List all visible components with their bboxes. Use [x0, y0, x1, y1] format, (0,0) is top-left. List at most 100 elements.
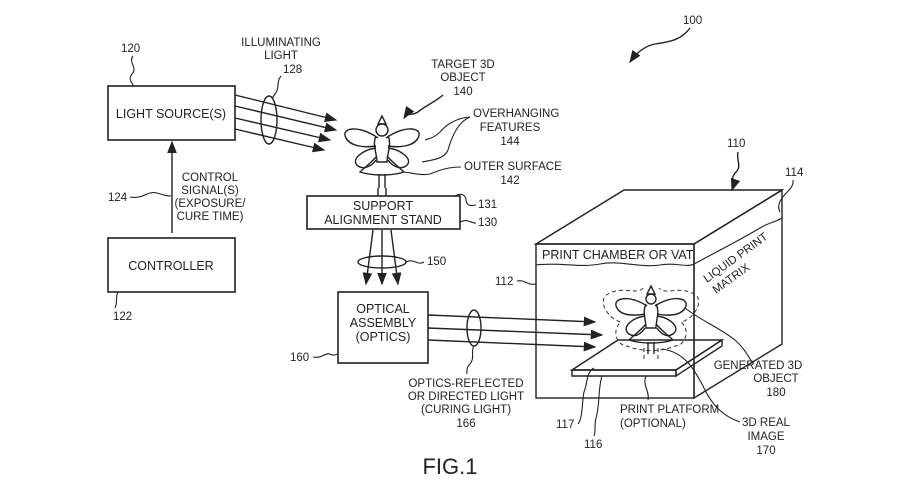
liquid-matrix-leader [778, 179, 794, 213]
controller-label: CONTROLLER [128, 259, 213, 273]
curing-leader [466, 345, 475, 375]
gen-fairy-wing [625, 315, 646, 337]
overhanging-label-1: OVERHANGING [473, 108, 559, 120]
control-signal: CONTROL SIGNAL(S) (EXPOSURE/ CURE TIME) … [108, 140, 247, 233]
real-image-ref: 170 [756, 445, 775, 457]
generated-object-annotation: GENERATED 3D OBJECT 180 [684, 307, 803, 399]
stand-outer-ref: 130 [478, 217, 497, 229]
control-signal-label-4: CURE TIME) [177, 211, 244, 223]
liquid-surface-side [693, 217, 783, 265]
generated-object-label-1: GENERATED 3D [714, 360, 803, 372]
outer-surface-leader [401, 166, 462, 176]
optical-assembly-label-1: OPTICAL [356, 302, 410, 316]
platform-label-2: (OPTIONAL) [620, 418, 686, 430]
liquid-surface-front [535, 262, 695, 267]
print-system-ref: 110 [727, 138, 745, 150]
illuminating-light: ILLUMINATING LIGHT 128 [234, 37, 338, 153]
illuminating-leader [271, 75, 282, 100]
generated-object-label-2: OBJECT [753, 373, 798, 385]
platform-side-face [675, 338, 723, 378]
illuminating-label-2: LIGHT [264, 50, 298, 62]
support-stand-label-2: ALIGNMENT STAND [324, 213, 442, 227]
platform-top-leader [577, 367, 595, 425]
overhanging-ref: 144 [500, 136, 520, 148]
real-image-label-2: IMAGE [747, 431, 784, 443]
fairy-skirt [358, 155, 406, 176]
print-chamber-leader [516, 280, 537, 285]
real-image-annotation: 3D REAL IMAGE 170 [661, 348, 791, 457]
platform-body-ref: 116 [584, 439, 602, 451]
light-source-leader [129, 55, 135, 87]
control-signal-label-1: CONTROL [182, 172, 239, 184]
generated-object-ref: 180 [766, 387, 785, 399]
curing-label-2: OR DIRECTED LIGHT [408, 391, 524, 403]
platform-body-leader [593, 375, 603, 437]
curing-light: OPTICS-REFLECTED OR DIRECTED LIGHT (CURI… [408, 309, 604, 430]
gen-fairy-torso [643, 303, 659, 329]
control-signal-ref: 124 [108, 192, 128, 204]
overhanging-label-2: FEATURES [480, 122, 541, 134]
target-object-ref: 140 [453, 86, 472, 98]
reflected-bundle-leader [405, 260, 425, 264]
liquid-matrix-ref: 114 [785, 167, 804, 179]
platform-label-leader [644, 375, 649, 401]
fairy-hat [376, 114, 388, 125]
optical-assembly-block: OPTICAL ASSEMBLY (OPTICS) 160 [290, 291, 429, 364]
fairy-wing-upper-right [385, 128, 420, 148]
outer-surface-annotation: OUTER SURFACE 142 [401, 161, 562, 187]
fairy-torso [373, 135, 391, 163]
platform-label-1: PRINT PLATFORM [620, 404, 719, 416]
overhanging-leader-upper [424, 116, 471, 141]
optical-assembly-leader [312, 353, 339, 358]
figure-caption: FIG.1 [422, 454, 477, 479]
curing-bundle-ellipse [466, 309, 482, 347]
control-signal-leader [129, 192, 172, 198]
chamber-top-face [533, 189, 785, 245]
support-stand-block: SUPPORT ALIGNMENT STAND 131 130 [306, 188, 497, 230]
reflected-light-bundle: 150 [357, 229, 446, 286]
stand-outer-leader [459, 220, 477, 224]
light-ray [234, 128, 326, 153]
gen-fairy-skirt [627, 323, 675, 344]
system-ref-arrow [629, 27, 691, 64]
print-chamber-label: PRINT CHAMBER OR VAT [542, 248, 694, 262]
overhanging-leader-lower [421, 116, 471, 163]
platform-top-ref: 117 [556, 419, 574, 431]
optical-assembly-ref: 160 [290, 352, 309, 364]
print-system-arrow [730, 151, 741, 192]
control-signal-label-3: (EXPOSURE/ [175, 198, 247, 210]
support-stand-label-1: SUPPORT [353, 199, 414, 213]
real-image-label-1: 3D REAL [742, 417, 791, 429]
fairy-wing-lower-right [387, 147, 410, 169]
target-object-label-2: OBJECT [440, 72, 485, 84]
gen-fairy-head [645, 293, 657, 305]
target-object-arrow [403, 94, 444, 120]
gen-fairy-wing [656, 315, 677, 337]
platform-front-face [571, 369, 677, 377]
controller-box [107, 237, 236, 293]
control-signal-label-2: SIGNAL(S) [181, 185, 239, 197]
fairy-wing-upper-left [344, 128, 379, 148]
controller-ref: 122 [113, 311, 132, 323]
curing-ray [427, 339, 597, 352]
curing-ref: 166 [456, 418, 475, 430]
real-image-leader [661, 348, 741, 423]
controller-leader [114, 291, 119, 309]
print-chamber: PRINT CHAMBER OR VAT LIQUID PRINT MATRIX… [495, 138, 804, 400]
target-object-label-1: TARGET 3D [431, 59, 494, 71]
gen-fairy-wing [615, 298, 648, 316]
light-source-box [107, 85, 236, 141]
illuminating-ref: 128 [283, 64, 302, 76]
system-ref-label: 100 [683, 15, 702, 27]
outer-surface-ref: 142 [500, 175, 519, 187]
curing-ray [427, 314, 597, 327]
print-platform: 117 116 PRINT PLATFORM (OPTIONAL) [556, 338, 725, 451]
optical-assembly-box [337, 291, 429, 364]
target-object-annotation: TARGET 3D OBJECT 140 [403, 59, 495, 120]
curing-label-1: OPTICS-REFLECTED [408, 378, 523, 390]
reflected-bundle-ref: 150 [427, 256, 446, 268]
chamber-front-face [535, 243, 695, 399]
real-image-outline [603, 287, 699, 351]
overhanging-annotation: OVERHANGING FEATURES 144 [421, 108, 559, 163]
outer-surface-label: OUTER SURFACE [464, 161, 562, 173]
